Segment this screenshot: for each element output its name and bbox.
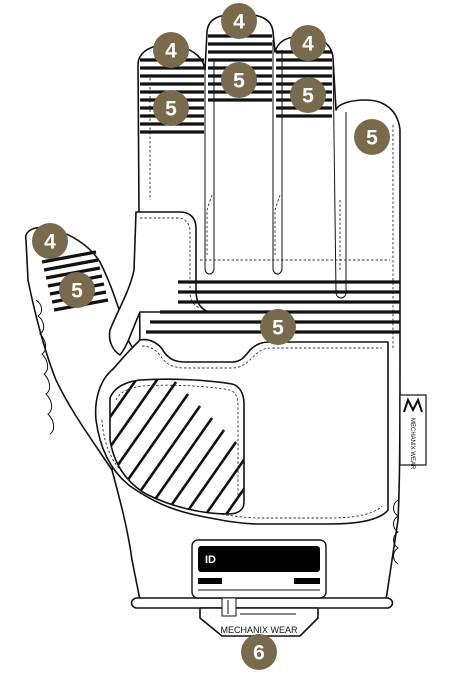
badge-ring-stripes: 5	[290, 77, 326, 113]
svg-text:4: 4	[233, 11, 245, 34]
id-tag: ID	[191, 539, 327, 599]
thumb-panel	[108, 211, 211, 356]
finger-seams	[149, 40, 394, 350]
cuff-brand-text: MECHANIX WEAR	[220, 625, 298, 635]
badge-thumb-tip: 4	[32, 223, 68, 259]
cuff-closure: MECHANIX WEAR	[199, 597, 319, 637]
svg-text:4: 4	[302, 33, 314, 56]
svg-text:5: 5	[165, 98, 177, 121]
svg-text:5: 5	[302, 85, 314, 108]
badge-ring-tip: 4	[290, 25, 326, 61]
badge-thumb-stripes: 5	[59, 272, 95, 308]
thumb-stripes	[41, 250, 109, 312]
svg-text:4: 4	[165, 40, 177, 63]
svg-text:5: 5	[71, 280, 83, 303]
badge-palm-stripes: 5	[260, 309, 296, 345]
svg-text:6: 6	[253, 642, 265, 665]
logo-mark-icon	[403, 397, 423, 413]
badge-index-tip: 4	[153, 32, 189, 68]
callout-badges: 4 4 4 4 5 5 5 5 5 5 6	[32, 3, 390, 670]
svg-text:5: 5	[233, 70, 245, 93]
side-brand-text: MECHANIX WEAR	[409, 418, 415, 470]
svg-text:5: 5	[366, 127, 378, 150]
badge-middle-stripes: 5	[221, 62, 257, 98]
badge-index-stripes: 5	[153, 90, 189, 126]
badge-pinky: 5	[354, 119, 390, 155]
svg-text:4: 4	[44, 231, 56, 254]
id-tag-label: ID	[205, 554, 216, 566]
fingertip-stripes	[41, 34, 332, 312]
svg-text:5: 5	[272, 317, 284, 340]
side-brand-tag: MECHANIX WEAR	[399, 394, 427, 470]
badge-middle-tip: 4	[221, 3, 257, 39]
badge-cuff: 6	[241, 634, 277, 670]
